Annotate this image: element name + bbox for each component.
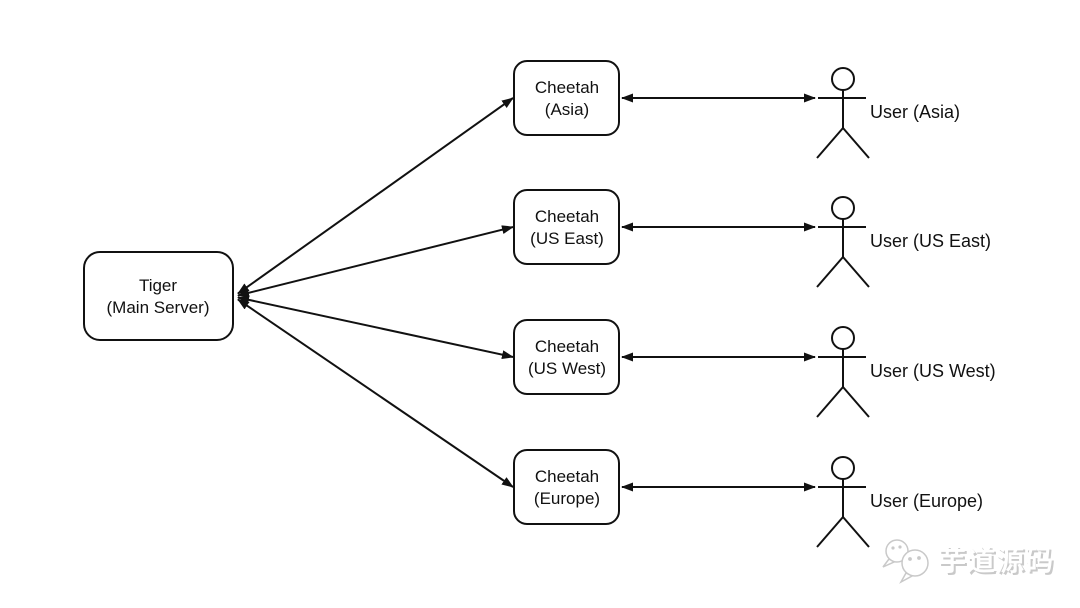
region-row-us-west: Cheetah (US West) User (US West) [513, 319, 996, 418]
cheetah-us-east-label-line2: (US East) [530, 229, 604, 248]
user-label-us-west: User (US West) [870, 361, 996, 381]
actor-leg-right [842, 256, 870, 288]
actor-head [831, 196, 855, 220]
cheetah-us-east-box [513, 189, 620, 265]
tiger-cheetah-connectors [237, 97, 514, 488]
cheetah-europe-label-line1: Cheetah [535, 467, 599, 486]
connector-tiger-cheetah-asia [237, 97, 514, 295]
actor-head [831, 326, 855, 350]
cheetah-us-west-label-line2: (US West) [528, 359, 606, 378]
cheetah-europe-box [513, 449, 620, 525]
tiger-box [83, 251, 234, 341]
actor-leg-right [842, 516, 870, 548]
user-actor-europe [816, 456, 870, 548]
cheetah-asia-label-line1: Cheetah [535, 78, 599, 97]
region-row-asia: Cheetah (Asia) User (Asia) [513, 60, 960, 159]
actor-leg-left [816, 386, 844, 418]
connector-tiger-cheetah-europe [237, 298, 514, 488]
cheetah-europe-label-line2: (Europe) [534, 489, 600, 508]
watermark-text-shadow: 芋道源码 [940, 546, 1056, 578]
user-actor-us-west [816, 326, 870, 418]
tiger-main-server-node: Tiger (Main Server) [83, 251, 234, 341]
cheetah-asia-label-line2: (Asia) [545, 100, 589, 119]
cheetah-us-west-label-line1: Cheetah [535, 337, 599, 356]
actor-leg-right [842, 127, 870, 159]
cheetah-asia-box [513, 60, 620, 136]
actor-leg-left [816, 256, 844, 288]
tiger-label-line2: (Main Server) [107, 298, 210, 317]
user-actor-us-east [816, 196, 870, 288]
actor-head [831, 456, 855, 480]
actor-leg-right [842, 386, 870, 418]
user-label-asia: User (Asia) [870, 102, 960, 122]
tiger-label-line1: Tiger [139, 276, 177, 295]
region-row-europe: Cheetah (Europe) User (Europe) [513, 449, 983, 548]
actor-leg-left [816, 516, 844, 548]
user-label-europe: User (Europe) [870, 491, 983, 511]
actor-leg-left [816, 127, 844, 159]
actor-head [831, 67, 855, 91]
connector-tiger-cheetah-us-east [237, 225, 514, 298]
watermark: 芋道源码 芋道源码 [882, 539, 1056, 584]
user-actor-asia [816, 67, 870, 159]
watermark-text: 芋道源码 [938, 544, 1054, 576]
wechat-icon [882, 539, 929, 584]
region-row-us-east: Cheetah (US East) User (US East) [513, 189, 991, 288]
cheetah-us-east-label-line1: Cheetah [535, 207, 599, 226]
cheetah-us-west-box [513, 319, 620, 395]
user-label-us-east: User (US East) [870, 231, 991, 251]
